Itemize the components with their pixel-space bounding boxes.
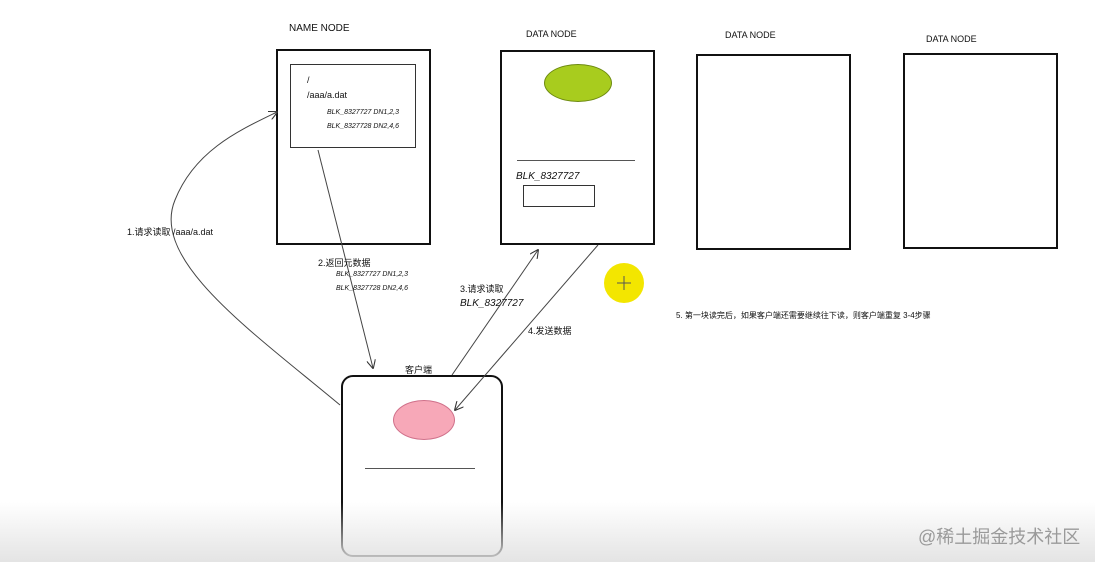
- data-node-block-label: BLK_8327727: [516, 171, 580, 182]
- bottom-shadow: [0, 502, 1095, 562]
- step2-line1: BLK_8327727 DN1,2,3: [336, 271, 408, 278]
- name-node-metadata-panel: / /aaa/a.dat BLK_8327727 DN1,2,3 BLK_832…: [290, 64, 416, 148]
- step3-title: 3.请求读取: [460, 284, 504, 294]
- metadata-block-2: BLK_8327728 DN2,4,6: [327, 123, 399, 130]
- data-node-1-title: DATA NODE: [526, 29, 577, 39]
- data-node-block-slot: [523, 185, 595, 207]
- metadata-block-1: BLK_8327727 DN1,2,3: [327, 109, 399, 116]
- step2-line2: BLK_8327728 DN2,4,6: [336, 285, 408, 292]
- name-node-box: / /aaa/a.dat BLK_8327727 DN1,2,3 BLK_832…: [276, 49, 431, 245]
- metadata-root: /: [307, 75, 310, 85]
- crosshair-cursor-icon: [616, 275, 632, 291]
- step2-title: 2.返回元数据: [318, 258, 371, 268]
- client-divider: [365, 468, 475, 469]
- data-node-divider: [517, 160, 635, 161]
- name-node-title: NAME NODE: [289, 23, 350, 34]
- watermark: @稀土掘金技术社区: [918, 527, 1081, 547]
- step4-label: 4.发送数据: [528, 326, 572, 336]
- client-block-ellipse: [393, 400, 455, 440]
- data-node-2-title: DATA NODE: [725, 30, 776, 40]
- client-title: 客户端: [405, 365, 433, 375]
- step1-label: 1.请求读取 /aaa/a.dat: [127, 227, 214, 237]
- data-node-3-title: DATA NODE: [926, 34, 977, 44]
- data-node-1-box: BLK_8327727: [500, 50, 655, 245]
- metadata-file: /aaa/a.dat: [307, 90, 348, 100]
- arrow-step3: [451, 250, 538, 376]
- data-node-3-box: [903, 53, 1058, 249]
- step5-note: 5. 第一块读完后，如果客户端还需要继续往下读，则客户端重复 3-4步骤: [676, 311, 931, 320]
- step3-block: BLK_8327727: [460, 298, 524, 309]
- data-block-ellipse: [544, 64, 612, 102]
- data-node-2-box: [696, 54, 851, 250]
